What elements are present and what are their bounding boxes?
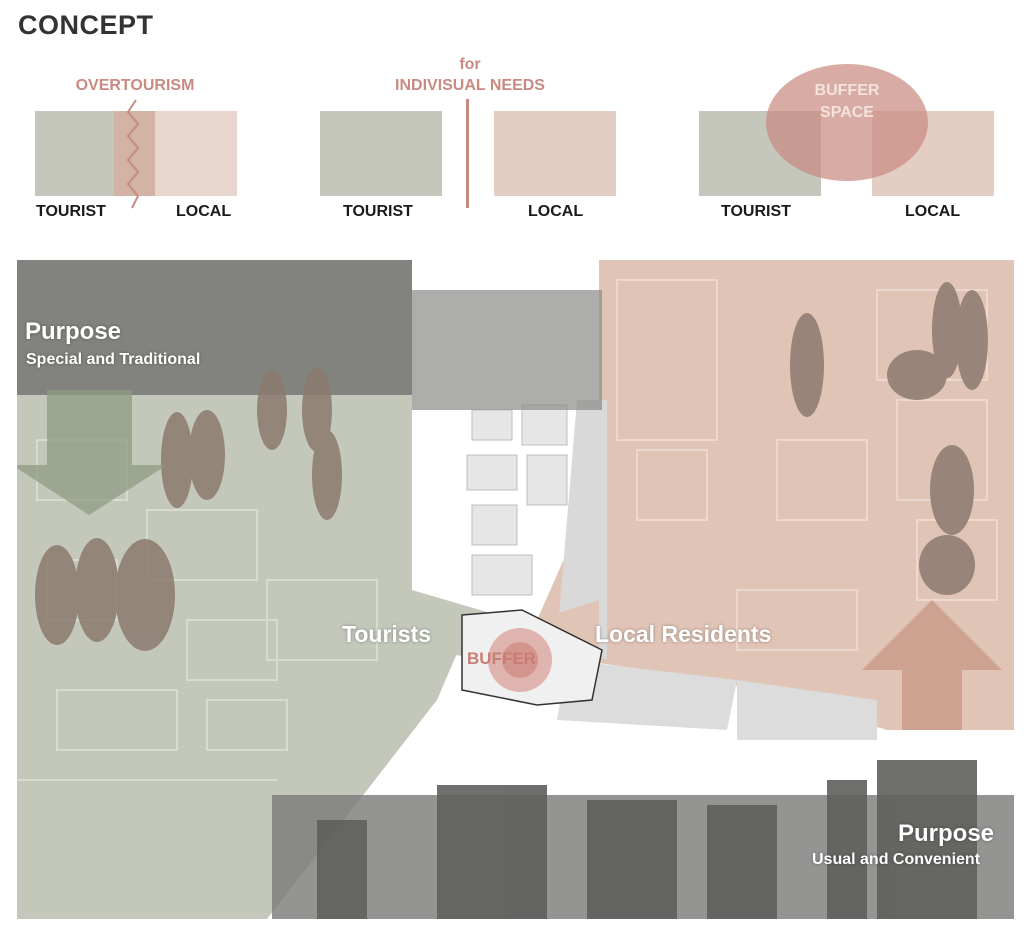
local-residents-label: Local Residents [595,621,772,647]
local-block [494,111,616,196]
site-map: Purpose Special and Traditional Tourists… [17,260,1014,919]
site-map-graphic [17,260,1014,919]
local-label: LOCAL [528,203,584,220]
tourist-label: TOURIST [721,203,791,220]
concept-heading: OVERTOURISM [75,77,195,94]
local-label: LOCAL [176,203,232,220]
tourist-purpose-subtitle: Special and Traditional [26,351,201,368]
zigzag-divider [126,99,140,209]
local-purpose-subtitle: Usual and Convenient [812,851,981,868]
concept-heading-line1: for [459,56,481,73]
local-label: LOCAL [905,203,961,220]
tourist-block [320,111,442,196]
tourists-label: Tourists [342,621,432,647]
tourist-label: TOURIST [343,203,413,220]
buffer-label: BUFFER [467,649,536,668]
buffer-heading-line1: BUFFER [814,82,880,99]
tourist-label: TOURIST [36,203,106,220]
divider-line [466,99,469,208]
page-title: CONCEPT [18,10,154,40]
tourist-purpose-title: Purpose [25,318,122,345]
concept-heading-line2: INDIVISUAL NEEDS [395,77,545,94]
buffer-circle [766,64,928,181]
buffer-heading-line2: SPACE [820,104,874,121]
local-purpose-title: Purpose [898,820,995,847]
